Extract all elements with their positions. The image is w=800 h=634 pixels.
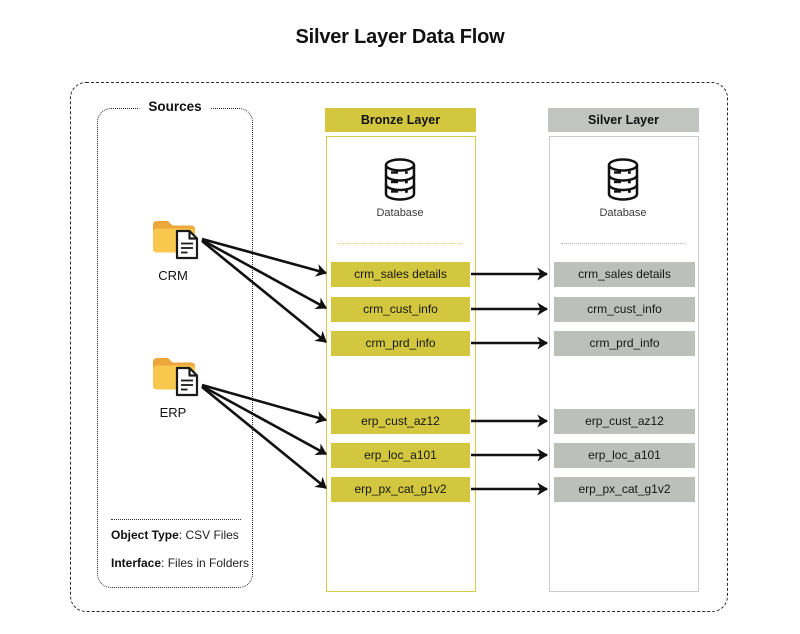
note-label: Object Type [111, 528, 179, 542]
sources-group: Sources [97, 99, 253, 588]
bronze-layer-header: Bronze Layer [325, 108, 476, 132]
bronze-divider [338, 243, 462, 244]
bronze-layer-panel [326, 136, 476, 592]
page-title: Silver Layer Data Flow [295, 26, 505, 48]
database-label: Database [599, 207, 647, 219]
source-crm: CRM [138, 216, 208, 283]
silver-layer-panel [549, 136, 699, 592]
silver-divider [561, 243, 685, 244]
document-icon [175, 366, 199, 397]
silver-table-crm-sales-details: crm_sales details [554, 262, 695, 287]
silver-table-crm-prd-info: crm_prd_info [554, 331, 695, 356]
source-label: ERP [159, 405, 187, 420]
source-label: CRM [158, 268, 188, 283]
bronze-table-crm-cust-info: crm_cust_info [331, 297, 470, 322]
interface-note: Interface: Files in Folders [111, 556, 249, 570]
note-value: : CSV Files [178, 528, 239, 542]
silver-database: Database [549, 157, 697, 219]
bronze-database: Database [326, 157, 474, 219]
source-erp: ERP [138, 353, 208, 420]
database-icon [384, 158, 416, 201]
object-type-note: Object Type: CSV Files [111, 528, 239, 542]
diagram-boundary [70, 82, 728, 612]
folder-icon [138, 216, 208, 262]
silver-table-erp-px-cat-g1v2: erp_px_cat_g1v2 [554, 477, 695, 502]
sources-group-label: Sources [139, 99, 211, 114]
bronze-table-crm-prd-info: crm_prd_info [331, 331, 470, 356]
silver-table-erp-cust-az12: erp_cust_az12 [554, 409, 695, 434]
document-icon [175, 229, 199, 260]
folder-icon [138, 353, 208, 399]
note-value: : Files in Folders [161, 556, 250, 570]
bronze-table-erp-cust-az12: erp_cust_az12 [331, 409, 470, 434]
database-label: Database [376, 207, 424, 219]
sources-divider [111, 519, 241, 520]
bronze-table-crm-sales-details: crm_sales details [331, 262, 470, 287]
silver-layer-header: Silver Layer [548, 108, 699, 132]
silver-table-erp-loc-a101: erp_loc_a101 [554, 443, 695, 468]
bronze-table-erp-loc-a101: erp_loc_a101 [331, 443, 470, 468]
note-label: Interface [111, 556, 162, 570]
bronze-table-erp-px-cat-g1v2: erp_px_cat_g1v2 [331, 477, 470, 502]
silver-table-crm-cust-info: crm_cust_info [554, 297, 695, 322]
database-icon [607, 158, 639, 201]
